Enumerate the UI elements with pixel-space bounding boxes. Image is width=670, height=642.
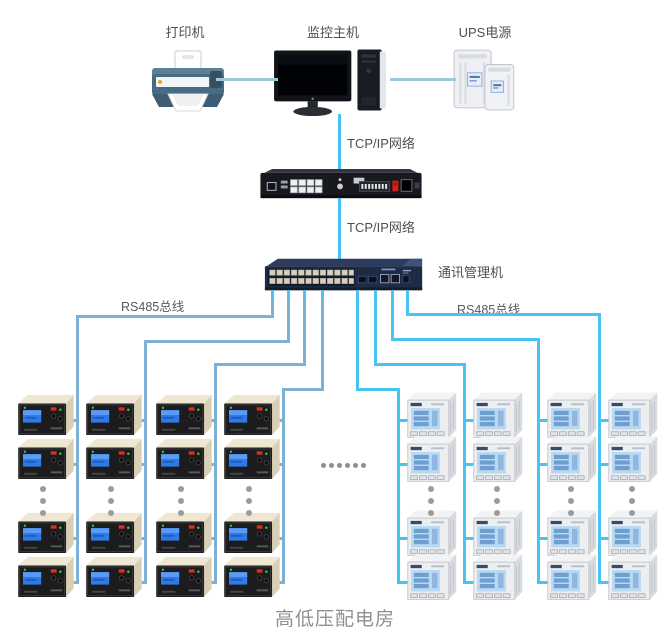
ups-label: UPS电源 — [458, 25, 512, 40]
power-meter-icon — [471, 390, 525, 440]
ellipsis-dots — [428, 486, 434, 516]
power-meter-icon — [405, 434, 459, 484]
rs485-right-run-line — [356, 388, 400, 391]
comm-manager-switch-icon — [257, 256, 431, 293]
protection-relay-icon — [84, 436, 142, 480]
rs485-left-run-line — [214, 363, 306, 366]
power-meter-icon — [471, 552, 525, 602]
ellipsis-dots — [494, 486, 500, 516]
rs485-left-run-line — [282, 388, 324, 391]
rs485-right-drop-line — [406, 300, 409, 313]
protection-relay-icon — [154, 392, 212, 436]
power-meter-icon — [405, 552, 459, 602]
rs485-left-drop-line — [287, 300, 290, 340]
switch-stub-line — [271, 290, 274, 302]
relay-column-bus-line — [214, 363, 217, 584]
switch-stub-line — [321, 290, 324, 302]
protection-relay-icon — [84, 392, 142, 436]
meter-column-bus-line — [397, 388, 400, 584]
protection-relay-icon — [154, 510, 212, 554]
ellipsis-dots — [40, 486, 46, 516]
rs485-left-run-line — [76, 315, 274, 318]
monitor-host-icon — [270, 46, 392, 118]
relay-column-bus-line — [144, 340, 147, 584]
rs485-left-run-line — [144, 340, 290, 343]
ellipsis-dots — [629, 486, 635, 516]
switch-stub-line — [391, 290, 394, 302]
protection-relay-icon — [154, 554, 212, 598]
meter-column-bus-line — [537, 338, 540, 584]
rs485-left-drop-line — [271, 300, 274, 315]
protection-relay-icon — [16, 436, 74, 480]
relay-column-bus-line — [76, 315, 79, 584]
rs485-right-drop-line — [374, 300, 377, 363]
protection-relay-icon — [16, 554, 74, 598]
tcpip-label-bottom: TCP/IP网络 — [347, 220, 415, 235]
protection-relay-icon — [222, 510, 280, 554]
tcpip-line-top — [338, 114, 341, 170]
ellipsis-dots — [178, 486, 184, 516]
relay-column-bus-line — [282, 388, 285, 584]
switch-stub-line — [303, 290, 306, 302]
protection-relay-icon — [16, 392, 74, 436]
protection-relay-icon — [154, 436, 212, 480]
protection-relay-icon — [222, 392, 280, 436]
meter-column-bus-line — [598, 313, 601, 584]
power-meter-icon — [606, 434, 660, 484]
protection-relay-icon — [84, 554, 142, 598]
room-title: 高低压配电房 — [274, 609, 395, 630]
rs485-right-run-line — [391, 338, 540, 341]
ellipsis-dots — [568, 486, 574, 516]
meter-column-bus-line — [463, 363, 466, 584]
printer-host-link-line — [216, 78, 278, 81]
rs485-right-drop-line — [391, 300, 394, 338]
ellipsis-dots-center — [321, 463, 366, 468]
switch-stub-line — [406, 290, 409, 302]
ethernet-router-icon — [258, 168, 424, 201]
switch-stub-line — [356, 290, 359, 302]
protection-relay-icon — [84, 510, 142, 554]
power-meter-icon — [606, 390, 660, 440]
host-ups-link-line — [390, 78, 456, 81]
rs485-right-run-line — [406, 313, 601, 316]
power-meter-icon — [545, 552, 599, 602]
tcpip-label-top: TCP/IP网络 — [347, 136, 415, 151]
host-label: 监控主机 — [306, 25, 359, 40]
printer-icon — [148, 50, 228, 112]
power-meter-icon — [606, 552, 660, 602]
power-meter-icon — [405, 390, 459, 440]
rs485-left-label: RS485总线 — [121, 300, 185, 314]
gateway-label: 通讯管理机 — [438, 265, 504, 280]
ups-icon — [450, 48, 522, 112]
rs485-right-run-line — [374, 363, 466, 366]
power-meter-icon — [545, 434, 599, 484]
protection-relay-icon — [222, 436, 280, 480]
protection-relay-icon — [222, 554, 280, 598]
ellipsis-dots — [108, 486, 114, 516]
protection-relay-icon — [16, 510, 74, 554]
rs485-left-drop-line — [303, 300, 306, 363]
power-meter-icon — [471, 434, 525, 484]
rs485-left-drop-line — [321, 300, 324, 388]
switch-stub-line — [374, 290, 377, 302]
tcpip-line-bottom — [338, 198, 341, 260]
rs485-right-drop-line — [356, 300, 359, 388]
power-meter-icon — [545, 390, 599, 440]
ellipsis-dots — [246, 486, 252, 516]
printer-label: 打印机 — [165, 25, 205, 40]
switch-stub-line — [287, 290, 290, 302]
